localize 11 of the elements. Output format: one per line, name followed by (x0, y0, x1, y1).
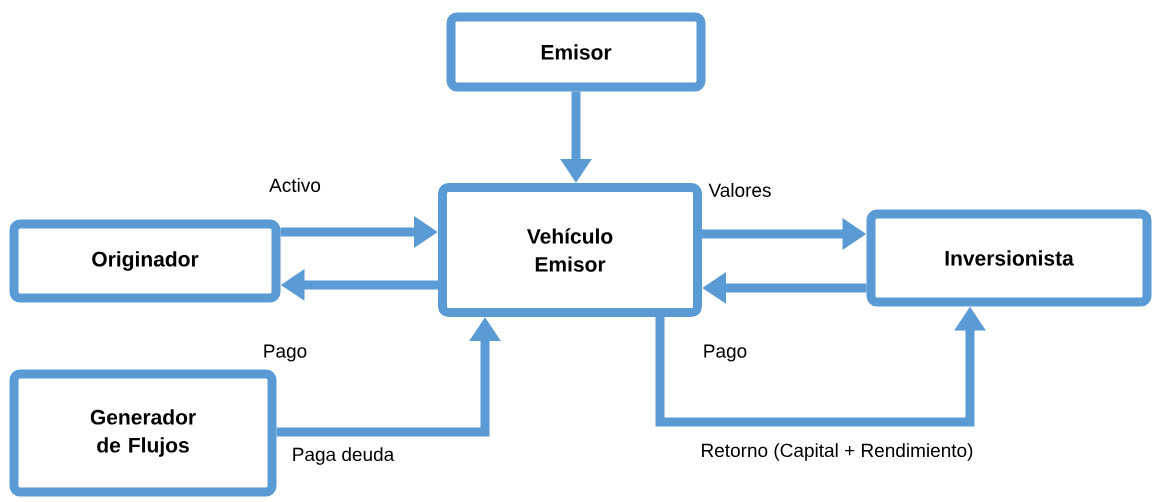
process-box: Inversionista (866, 209, 1152, 307)
edge-label: Pago (701, 343, 749, 363)
process-box: Vehículo Emisor (438, 183, 702, 317)
edge-label: Retorno (Capital + Rendimiento) (699, 442, 975, 462)
edge-label: Paga deuda (290, 446, 396, 466)
edge-label: Activo (268, 177, 322, 193)
process-box: Generador de Flujos (9, 369, 277, 497)
process-box: Originador (9, 219, 281, 303)
edge-label: Valores (707, 182, 773, 198)
edge-label: Pago (261, 343, 309, 363)
process-box: Emisor (446, 12, 706, 92)
